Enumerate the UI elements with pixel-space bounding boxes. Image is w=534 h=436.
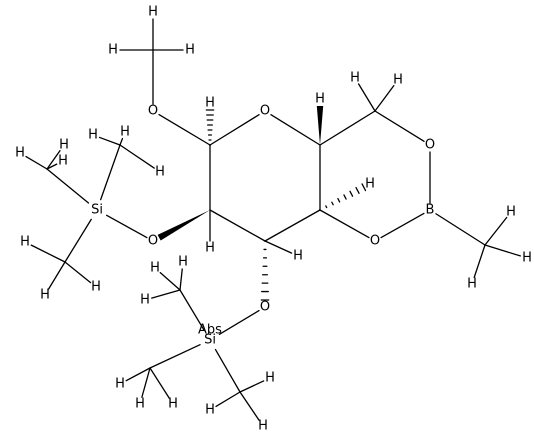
atom-label-h-s1a1: H [88, 128, 98, 143]
bond-cs1b-h_s1b3 [46, 163, 58, 170]
bond-si2-cs2a [179, 289, 205, 332]
atom-label-o3: O [260, 300, 270, 315]
bond-c5-h_c5-wedge [316, 106, 324, 145]
bond-o3-si2 [218, 309, 260, 335]
atom-label-h-b3: H [467, 277, 477, 292]
bond-c_b-h_b2 [484, 244, 521, 257]
bond-o4-c4 [319, 209, 370, 239]
bond-cs2c-h_s2c1 [215, 391, 241, 408]
bond-b-o4 [380, 212, 425, 239]
bond-cs2c-h_s2c3 [239, 391, 260, 421]
atom-label-h-s2a1: H [140, 293, 150, 308]
bond-cs1a-h_s1a1 [98, 136, 121, 146]
atom-label-b: B [426, 203, 435, 218]
atom-label-h-s2b2: H [135, 397, 145, 412]
bond-layer [25, 18, 521, 421]
bond-si1-cs1a [100, 144, 121, 201]
bond-c5-c6 [319, 110, 376, 146]
bond-o_me-c1 [158, 113, 211, 146]
atom-label-h-s1c3: H [91, 280, 101, 295]
bond-c4-h_c4-hash [319, 183, 367, 212]
atom-label-abs: Abs [198, 323, 222, 338]
bond-cs1c-h_s1c1 [30, 244, 66, 263]
bond-c2-o2-wedge [157, 210, 210, 241]
atom-label-h-s2b1: H [115, 377, 125, 392]
atom-label-h-s2c3: H [258, 419, 268, 434]
bond-c_b-h_b3 [473, 244, 486, 279]
bond-cs2b-h_s2b1 [125, 367, 151, 382]
bond-si1-cs1b [46, 168, 90, 204]
bond-c4-c3 [264, 209, 321, 242]
atom-label-h-c4: H [365, 177, 375, 192]
atom-label-h-s1b3: H [58, 154, 68, 169]
atom-label-h-s1b2: H [59, 138, 69, 153]
atom-label-h-s1c2: H [40, 288, 50, 303]
bond-c6-o6 [374, 110, 425, 142]
bond-o2-si1 [105, 214, 148, 239]
atom-label-h-b2: H [522, 251, 532, 266]
atom-label-o4: O [370, 234, 380, 249]
bond-cs1c-h_s1c2 [47, 261, 66, 290]
atom-label-h-c1: H [205, 96, 215, 111]
atom-label-h-me2: H [108, 43, 118, 58]
atom-label-si1: Si [91, 203, 103, 218]
bond-b-c_b [435, 213, 486, 246]
bond-cs2b-h_s2b2 [141, 367, 151, 398]
atom-label-h-c2: H [205, 241, 215, 256]
atom-label-h-s2c2: H [265, 371, 275, 386]
atom-label-h-b1: H [506, 205, 516, 220]
bond-cs1c-h_s1c3 [64, 261, 92, 284]
atom-label-h-c5: H [315, 92, 325, 107]
atom-label-h-s1a3: H [155, 165, 165, 180]
bond-c3-c2 [209, 209, 266, 242]
bond-si2-cs2b [149, 344, 201, 369]
bond-cs2b-h_s2b3 [149, 367, 170, 399]
atom-label-h-c6a: H [350, 71, 360, 86]
bond-o_ring-c5 [270, 114, 321, 146]
atom-label-h-s2a2: H [150, 261, 160, 276]
atom-label-h-me3: H [185, 43, 195, 58]
atom-label-h-s2c1: H [205, 403, 215, 418]
atom-label-o-ring: O [260, 104, 270, 119]
atom-label-h-me1: H [148, 5, 158, 20]
bond-c6-h_c6a [357, 83, 376, 112]
atom-label-h-s2b3: H [168, 397, 178, 412]
atom-label-h-s2a3: H [178, 255, 188, 270]
bond-cs1b-h_s1b1 [25, 155, 48, 170]
bond-cs2c-h_s2c2 [239, 380, 265, 393]
bond-c1-o_ring [209, 114, 260, 146]
bond-si2-cs2c [214, 348, 241, 393]
atom-label-o6: O [425, 138, 435, 153]
atom-label-h-c3: H [293, 249, 303, 264]
bond-si1-cs1c [64, 218, 92, 263]
atom-label-h-s1b1: H [15, 146, 25, 161]
bond-cs2a-h_s2a2 [159, 271, 181, 291]
bond-cs1a-h_s1a2 [119, 137, 124, 146]
bond-c3-h_c3 [264, 240, 293, 254]
atom-label-h-c6b: H [393, 73, 403, 88]
atom-label-o-me: O [148, 104, 158, 119]
atom-label-h-s1c1: H [20, 235, 30, 250]
bond-c_b-h_b1 [484, 216, 508, 246]
bond-c6-h_c6b [374, 84, 395, 112]
atom-label-si2: Si [204, 333, 216, 348]
bond-cs2a-h_s2a1 [151, 289, 181, 299]
bond-cs1b-h_s1b2 [46, 150, 61, 170]
atom-label-o2: O [148, 234, 158, 249]
bond-cs1a-h_s1a3 [119, 144, 155, 169]
bond-cs2a-h_s2a3 [179, 268, 183, 291]
bond-c3-o3-hash [260, 240, 270, 301]
bond-c1-h_c1-hash [205, 109, 215, 146]
atom-label-h-s1a2: H [120, 125, 130, 140]
